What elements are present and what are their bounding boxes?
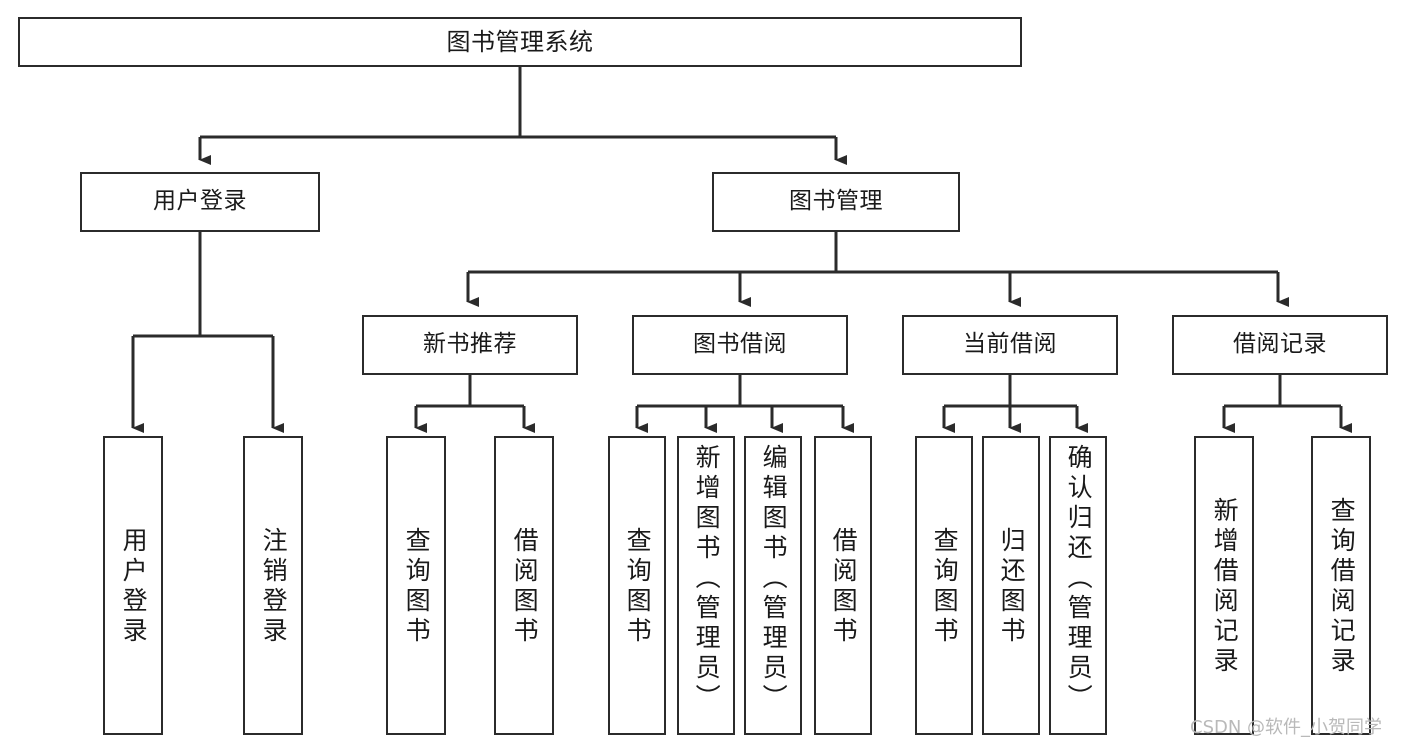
- node-leaf-user-login[interactable]: 用户登录: [103, 436, 163, 735]
- node-leaf-br-add-record[interactable]: 新增借阅记录: [1194, 436, 1254, 735]
- node-new-book-recommend[interactable]: 新书推荐: [362, 315, 578, 375]
- node-current-borrow-label: 当前借阅: [963, 331, 1057, 358]
- node-leaf-bb-add-book-label: 新增图书（管理员）: [692, 444, 722, 714]
- node-leaf-br-query-record-label: 查询借阅记录: [1327, 496, 1357, 677]
- node-leaf-cb-query-book[interactable]: 查询图书: [915, 436, 973, 735]
- node-leaf-nb-borrow-book-label: 借阅图书: [510, 526, 540, 647]
- csdn-watermark: CSDN @软件_小贺同学: [1190, 717, 1383, 738]
- node-book-borrow[interactable]: 图书借阅: [632, 315, 848, 375]
- node-leaf-nb-borrow-book[interactable]: 借阅图书: [494, 436, 554, 735]
- node-user-login-label: 用户登录: [153, 188, 247, 215]
- node-leaf-bb-borrow-book-label: 借阅图书: [829, 526, 859, 647]
- node-leaf-cb-query-book-label: 查询图书: [930, 526, 960, 647]
- node-leaf-br-add-record-label: 新增借阅记录: [1210, 496, 1240, 677]
- node-leaf-cb-confirm-return-label: 确认归还（管理员）: [1064, 444, 1094, 714]
- node-leaf-bb-query-book-label: 查询图书: [623, 526, 653, 647]
- node-root-system-label: 图书管理系统: [446, 27, 594, 56]
- node-leaf-bb-add-book[interactable]: 新增图书（管理员）: [677, 436, 735, 735]
- node-new-book-recommend-label: 新书推荐: [423, 331, 517, 358]
- node-borrow-record[interactable]: 借阅记录: [1172, 315, 1388, 375]
- node-current-borrow[interactable]: 当前借阅: [902, 315, 1118, 375]
- node-leaf-bb-edit-book-label: 编辑图书（管理员）: [759, 444, 789, 714]
- node-leaf-logout[interactable]: 注销登录: [243, 436, 303, 735]
- node-leaf-br-query-record[interactable]: 查询借阅记录: [1311, 436, 1371, 735]
- node-leaf-bb-borrow-book[interactable]: 借阅图书: [814, 436, 872, 735]
- node-root-system[interactable]: 图书管理系统: [18, 17, 1022, 67]
- node-leaf-logout-label: 注销登录: [259, 526, 289, 647]
- node-leaf-user-login-label: 用户登录: [119, 526, 149, 647]
- node-leaf-nb-query-book[interactable]: 查询图书: [386, 436, 446, 735]
- node-book-management-label: 图书管理: [789, 188, 883, 215]
- node-borrow-record-label: 借阅记录: [1233, 331, 1327, 358]
- node-leaf-bb-edit-book[interactable]: 编辑图书（管理员）: [744, 436, 802, 735]
- node-user-login[interactable]: 用户登录: [80, 172, 320, 232]
- node-leaf-cb-confirm-return[interactable]: 确认归还（管理员）: [1049, 436, 1107, 735]
- node-book-borrow-label: 图书借阅: [693, 331, 787, 358]
- node-leaf-cb-return-book[interactable]: 归还图书: [982, 436, 1040, 735]
- node-book-management[interactable]: 图书管理: [712, 172, 960, 232]
- node-leaf-bb-query-book[interactable]: 查询图书: [608, 436, 666, 735]
- node-leaf-nb-query-book-label: 查询图书: [402, 526, 432, 647]
- node-leaf-cb-return-book-label: 归还图书: [997, 526, 1027, 647]
